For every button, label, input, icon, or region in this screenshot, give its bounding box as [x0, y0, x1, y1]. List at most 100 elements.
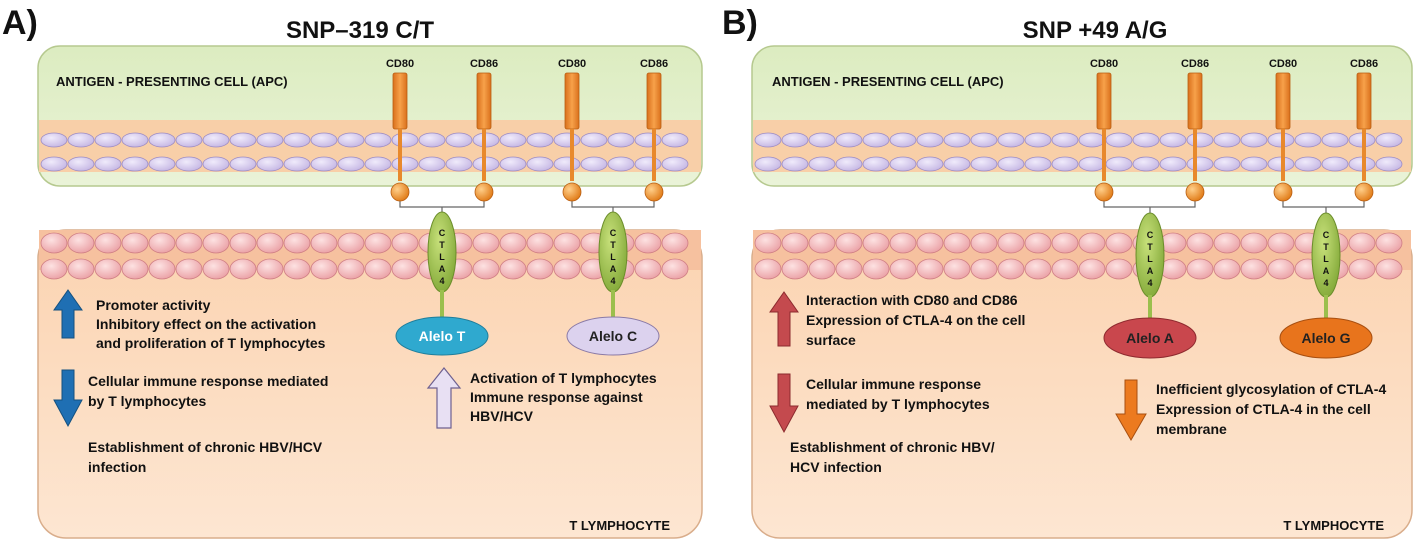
membrane-bead: [862, 132, 890, 148]
membrane-bead: [526, 232, 554, 254]
membrane-bead: [202, 258, 230, 280]
membrane-bead: [445, 156, 473, 172]
membrane-bead: [997, 132, 1025, 148]
ctla4-receptor-b2: C T L A 4: [1311, 207, 1341, 325]
membrane-bead: [94, 156, 122, 172]
membrane-bead: [661, 156, 689, 172]
ctla4-receptor-a1: C T L A 4: [427, 207, 457, 320]
membrane-bead: [916, 156, 944, 172]
membrane-bead: [580, 132, 608, 148]
membrane-bead: [835, 258, 863, 280]
membrane-bead: [499, 156, 527, 172]
membrane-bead: [121, 232, 149, 254]
membrane-bead: [499, 132, 527, 148]
ctla-letter: A: [439, 264, 446, 274]
allele-badge-b2: Alelo G: [1279, 317, 1373, 359]
panel-b-label: B): [722, 4, 758, 42]
membrane-bead: [889, 132, 917, 148]
effects-outcome-text: Establishment of chronic HBV/ HCV infect…: [790, 439, 998, 475]
ctla-letter: L: [1323, 254, 1329, 264]
membrane-bead: [970, 156, 998, 172]
membrane-bead: [1267, 258, 1295, 280]
membrane-bead: [175, 232, 203, 254]
membrane-bead: [1078, 132, 1106, 148]
membrane-bead: [1240, 156, 1268, 172]
membrane-bead: [1024, 258, 1052, 280]
membrane-bead: [1213, 258, 1241, 280]
membrane-bead: [1321, 156, 1349, 172]
membrane-bead: [1051, 132, 1079, 148]
membrane-bead: [148, 132, 176, 148]
membrane-bead: [970, 258, 998, 280]
membrane-bead: [499, 232, 527, 254]
membrane-bead: [889, 232, 917, 254]
panel-a-bracket-1: [399, 192, 485, 208]
membrane-bead: [391, 156, 419, 172]
receptor-label: CD80: [1090, 58, 1118, 70]
membrane-bead: [364, 156, 392, 172]
ctla-letter: 4: [439, 276, 444, 286]
membrane-bead: [202, 156, 230, 172]
membrane-bead: [970, 132, 998, 148]
membrane-bead: [40, 232, 68, 254]
membrane-bead: [754, 258, 782, 280]
membrane-bead: [553, 132, 581, 148]
membrane-bead: [1132, 132, 1160, 148]
ctla-letter: A: [1323, 266, 1330, 276]
membrane-bead: [889, 156, 917, 172]
membrane-bead: [1105, 156, 1133, 172]
ctla-letter: 4: [1147, 278, 1152, 288]
ctla-letter: L: [610, 252, 616, 262]
receptor-label: CD80: [386, 58, 414, 70]
membrane-bead: [148, 232, 176, 254]
membrane-bead: [661, 258, 689, 280]
membrane-bead: [553, 258, 581, 280]
membrane-bead: [40, 258, 68, 280]
effects-outcome-text: Establishment of chronic HBV/HCV infecti…: [88, 439, 326, 475]
arrow-down-icon: [1115, 379, 1147, 442]
effects-decrease-text: Cellular immune response mediated by T l…: [806, 376, 990, 412]
membrane-bead: [943, 156, 971, 172]
arrow-up-icon: [426, 367, 462, 429]
membrane-bead: [175, 156, 203, 172]
membrane-bead: [1051, 258, 1079, 280]
receptor-label: CD86: [470, 58, 498, 70]
membrane-bead: [634, 132, 662, 148]
membrane-bead: [634, 258, 662, 280]
membrane-bead: [970, 232, 998, 254]
membrane-bead: [445, 132, 473, 148]
ctla-letter: T: [1323, 242, 1329, 252]
panel-b-title: SNP +49 A/G: [1023, 17, 1168, 44]
membrane-bead: [148, 156, 176, 172]
ctla-letter: C: [1323, 230, 1330, 240]
membrane-bead: [148, 258, 176, 280]
receptor-cd80-b2: CD80: [1269, 58, 1297, 202]
membrane-bead: [1240, 232, 1268, 254]
membrane-bead: [835, 156, 863, 172]
membrane-bead: [916, 258, 944, 280]
arrow-down-icon: [769, 373, 799, 434]
membrane-bead: [553, 232, 581, 254]
membrane-bead: [202, 132, 230, 148]
membrane-bead: [754, 132, 782, 148]
ctla-letter: T: [439, 240, 445, 250]
ctla-letter: 4: [610, 276, 615, 286]
membrane-bead: [754, 156, 782, 172]
membrane-bead: [364, 258, 392, 280]
membrane-bead: [943, 258, 971, 280]
membrane-bead: [283, 232, 311, 254]
receptor-label: CD80: [558, 58, 586, 70]
membrane-bead: [943, 232, 971, 254]
membrane-bead: [781, 258, 809, 280]
membrane-bead: [781, 132, 809, 148]
membrane-bead: [1240, 132, 1268, 148]
membrane-bead: [1078, 156, 1106, 172]
membrane-bead: [418, 156, 446, 172]
panel-a-apc-membrane: [40, 132, 689, 172]
ctla-letter: 4: [1323, 278, 1328, 288]
membrane-bead: [364, 132, 392, 148]
membrane-bead: [283, 132, 311, 148]
allele-badge-b1: Alelo A: [1103, 317, 1197, 359]
membrane-bead: [553, 156, 581, 172]
ctla-letter: A: [610, 264, 617, 274]
